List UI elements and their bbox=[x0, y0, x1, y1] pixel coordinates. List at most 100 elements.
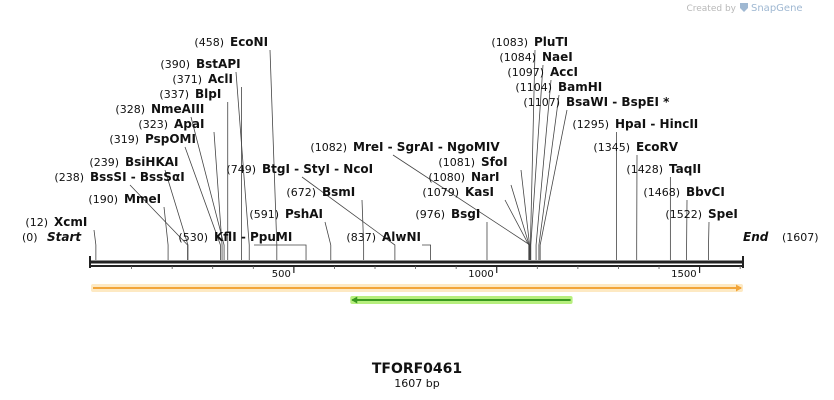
site-connector-line bbox=[535, 79, 552, 260]
site-connector-line bbox=[269, 49, 278, 260]
site-position: (1468) bbox=[643, 186, 680, 199]
site-name[interactable]: KasI bbox=[465, 185, 494, 199]
start-position: (0) bbox=[22, 231, 38, 244]
site-connector-line bbox=[213, 131, 223, 260]
site-position: (1107) bbox=[523, 96, 560, 109]
site-lines bbox=[93, 49, 710, 260]
orf-forward-feature[interactable] bbox=[91, 284, 743, 292]
site-connector-line bbox=[539, 109, 568, 260]
site-connector-line bbox=[164, 169, 189, 260]
site-name[interactable]: TaqII bbox=[669, 162, 701, 176]
site-name[interactable]: BssSI - BssSαI bbox=[90, 170, 185, 184]
site-name[interactable]: MreI - SgrAI - NgoMIV bbox=[353, 140, 500, 154]
site-position: (390) bbox=[160, 58, 190, 71]
ruler-tick-label: 1500 bbox=[671, 269, 696, 280]
snapgene-logo-icon bbox=[740, 3, 748, 12]
ruler-tick-label: 1000 bbox=[468, 269, 493, 280]
site-position: (458) bbox=[194, 36, 224, 49]
site-name[interactable]: KflI - PpuMI bbox=[214, 230, 292, 244]
site-position: (1081) bbox=[438, 156, 475, 169]
site-name[interactable]: PluTI bbox=[534, 35, 568, 49]
site-position: (1522) bbox=[665, 208, 702, 221]
arrow-left-icon bbox=[351, 296, 358, 304]
site-connector-line bbox=[530, 64, 544, 260]
site-name[interactable]: BsiHKAI bbox=[125, 155, 179, 169]
site-name[interactable]: BbvCI bbox=[686, 185, 725, 199]
site-name[interactable]: HpaI - HincII bbox=[615, 117, 698, 131]
site-connector-line bbox=[361, 199, 365, 260]
site-position: (12) bbox=[25, 216, 48, 229]
site-position: (1104) bbox=[515, 81, 552, 94]
credit-brand: SnapGene bbox=[751, 3, 803, 14]
site-position: (238) bbox=[54, 171, 84, 184]
site-connector-line bbox=[520, 169, 530, 260]
site-position: (1083) bbox=[491, 36, 528, 49]
features bbox=[91, 284, 743, 304]
site-labels: (12) XcmI(190) MmeI (238) BssSI - BssSαI(239… bbox=[25, 35, 737, 244]
site-connector-line bbox=[538, 94, 560, 260]
site-position: (1295) bbox=[572, 118, 609, 131]
site-position: (1428) bbox=[626, 163, 663, 176]
site-name[interactable]: BstAPI bbox=[196, 57, 241, 71]
sequence-title: TFORF0461 bbox=[372, 361, 462, 377]
site-connector-line bbox=[422, 244, 431, 260]
site-name[interactable]: EcoNI bbox=[230, 35, 268, 49]
site-name[interactable]: SfoI bbox=[481, 155, 508, 169]
site-position: (1080) bbox=[428, 171, 465, 184]
site-position: (749) bbox=[226, 163, 256, 176]
sequence-length: 1607 bp bbox=[394, 377, 439, 390]
site-position: (976) bbox=[415, 208, 445, 221]
site-position: (319) bbox=[109, 133, 139, 146]
site-name[interactable]: BlpI bbox=[195, 87, 221, 101]
site-name[interactable]: PshAI bbox=[285, 207, 323, 221]
end-label: End bbox=[743, 230, 769, 244]
ruler: 500 1000 1500 bbox=[131, 266, 741, 280]
orf-reverse-feature[interactable] bbox=[350, 296, 573, 304]
site-name[interactable]: BamHI bbox=[558, 80, 602, 94]
site-position: (337) bbox=[159, 88, 189, 101]
site-name[interactable]: NmeAIII bbox=[151, 102, 204, 116]
site-name[interactable]: PspOMI bbox=[145, 132, 196, 146]
site-connector-line bbox=[324, 221, 332, 260]
site-connector-line bbox=[163, 206, 169, 260]
site-connector-line bbox=[392, 154, 531, 260]
site-position: (1084) bbox=[499, 51, 536, 64]
credit-text: Created by bbox=[686, 4, 736, 14]
site-name[interactable]: NaeI bbox=[542, 50, 573, 64]
site-position: (1079) bbox=[422, 186, 459, 199]
site-name[interactable]: XcmI bbox=[54, 215, 87, 229]
site-position: (1082) bbox=[310, 141, 347, 154]
site-position: (371) bbox=[172, 73, 202, 86]
site-connector-line bbox=[254, 244, 307, 260]
site-name[interactable]: BtgI - StyI - NcoI bbox=[262, 162, 373, 176]
site-name[interactable]: MmeI bbox=[124, 192, 161, 206]
end-position: (1607) bbox=[782, 231, 819, 244]
site-connector-line bbox=[93, 229, 97, 260]
site-position: (837) bbox=[346, 231, 376, 244]
site-connector-line bbox=[235, 71, 250, 260]
site-name[interactable]: ApaI bbox=[174, 117, 204, 131]
site-position: (190) bbox=[88, 193, 118, 206]
site-name[interactable]: BsgI bbox=[451, 207, 480, 221]
site-connector-line bbox=[184, 146, 221, 260]
site-name[interactable]: BsmI bbox=[322, 185, 355, 199]
site-position: (239) bbox=[89, 156, 119, 169]
site-name[interactable]: BsaWI - BspEI * bbox=[566, 95, 670, 109]
arrow-right-icon bbox=[736, 284, 742, 292]
site-connector-line bbox=[510, 184, 530, 260]
site-position: (672) bbox=[286, 186, 316, 199]
site-position: (328) bbox=[115, 103, 145, 116]
site-position: (323) bbox=[138, 118, 168, 131]
ruler-tick-label: 500 bbox=[272, 269, 291, 280]
start-label: Start bbox=[47, 230, 82, 244]
site-position: (1097) bbox=[507, 66, 544, 79]
site-name[interactable]: EcoRV bbox=[636, 140, 679, 154]
site-position: (1345) bbox=[593, 141, 630, 154]
site-connector-line bbox=[190, 116, 225, 260]
site-name[interactable]: SpeI bbox=[708, 207, 738, 221]
site-name[interactable]: NarI bbox=[471, 170, 500, 184]
site-name[interactable]: AclI bbox=[208, 72, 233, 86]
site-name[interactable]: AlwNI bbox=[382, 230, 421, 244]
site-name[interactable]: AccI bbox=[550, 65, 578, 79]
